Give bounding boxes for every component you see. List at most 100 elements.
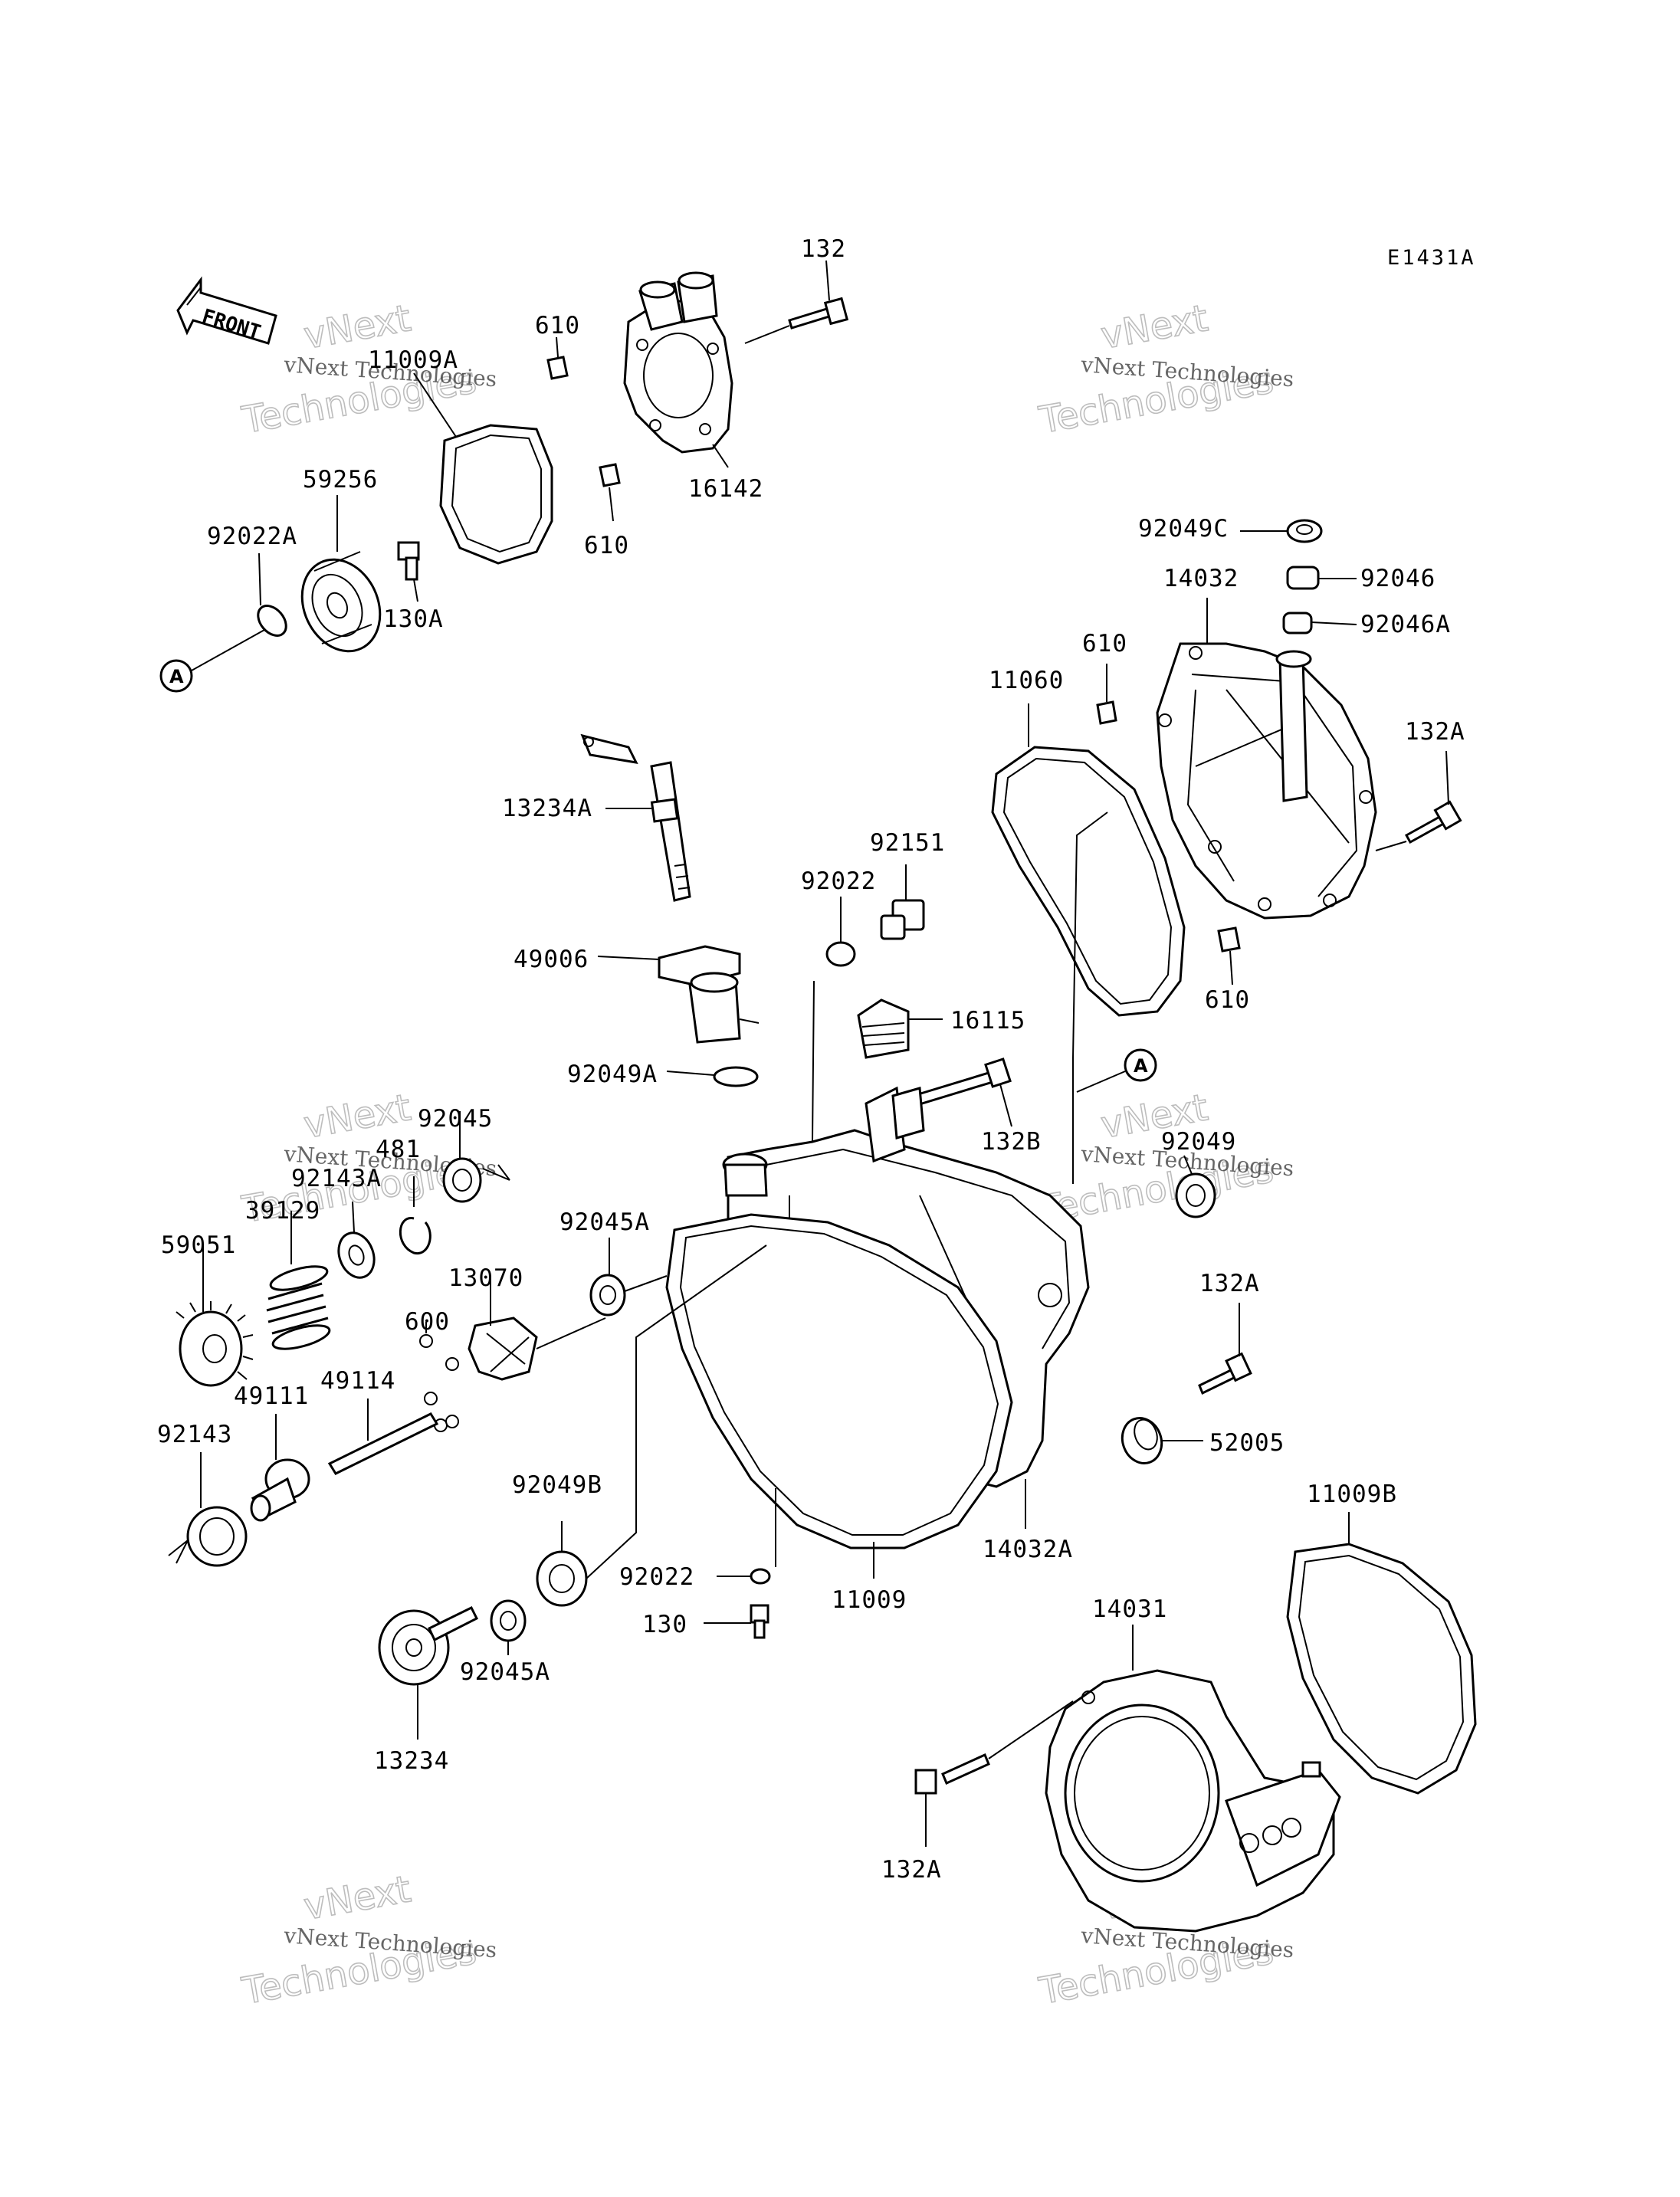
watermark-bottom-left: vNext Technologies vNext Technologies <box>238 1867 498 2014</box>
leader-132 <box>744 260 830 344</box>
bolt-132a-low <box>914 1753 990 1795</box>
washer-92143a <box>337 1231 376 1279</box>
label-92022a: 92022A <box>207 523 297 550</box>
shaft-49111 <box>250 1458 310 1522</box>
dowel-610-low <box>1217 926 1241 953</box>
gasket-11060 <box>991 746 1186 1017</box>
bearing-92045a-lower <box>490 1599 527 1642</box>
ref-marker-a-left: A <box>159 629 265 693</box>
label-11009b: 11009B <box>1307 1481 1397 1508</box>
label-13070: 13070 <box>448 1264 523 1292</box>
svg-text:vNext: vNext <box>300 1867 414 1929</box>
bolt-130a <box>397 541 420 581</box>
svg-text:A: A <box>169 666 184 687</box>
cap-92046a <box>1282 612 1313 635</box>
bearing-92049b <box>536 1550 588 1607</box>
diagram-code: E1431A <box>1387 246 1476 270</box>
label-92151: 92151 <box>870 829 945 857</box>
label-132a-mid: 132A <box>1199 1270 1260 1297</box>
dowel-610-mid <box>599 463 621 487</box>
label-92049b: 92049B <box>512 1471 602 1499</box>
label-52005: 52005 <box>1209 1429 1285 1457</box>
label-92049c: 92049C <box>1138 515 1229 543</box>
part-labels: 132 610 11009A 16142 610 59256 92022A 13… <box>157 235 1465 1884</box>
bolt-130 <box>750 1604 769 1639</box>
bolt-132a-top <box>1404 800 1462 844</box>
gasket-11009 <box>665 1213 1013 1549</box>
cap-92049c <box>1286 519 1323 543</box>
bolt-132 <box>788 297 849 330</box>
label-59256: 59256 <box>303 466 378 494</box>
label-49111: 49111 <box>234 1382 309 1410</box>
label-92045a-lower: 92045A <box>460 1658 550 1686</box>
seal-92049 <box>1175 1172 1216 1218</box>
bolt-132a-mid <box>1198 1352 1252 1395</box>
seal-92143 <box>168 1506 248 1567</box>
label-610-low: 610 <box>1205 986 1250 1014</box>
washer-92049a <box>713 1066 759 1087</box>
ref-marker-a-right: A <box>1076 1048 1157 1093</box>
label-132a-low: 132A <box>881 1856 942 1884</box>
label-130a: 130A <box>383 605 444 633</box>
gear-59051 <box>176 1301 254 1387</box>
label-610-right: 610 <box>1082 630 1127 657</box>
guide-49006 <box>658 945 760 1044</box>
label-16115: 16115 <box>950 1007 1025 1035</box>
label-92022-mid: 92022 <box>801 867 876 895</box>
spring-39129 <box>266 1265 331 1350</box>
impeller-13070 <box>468 1317 538 1381</box>
label-132: 132 <box>801 235 846 263</box>
label-92046a: 92046A <box>1360 611 1451 638</box>
seal-92045 <box>442 1157 510 1203</box>
bearing-92045a-upper <box>589 1274 626 1317</box>
watermark-top-right: vNext Technologies vNext Technologies <box>1035 297 1295 443</box>
shaft-49114 <box>327 1412 439 1475</box>
label-11060: 11060 <box>989 667 1064 694</box>
magneto-cover-14031 <box>1045 1669 1341 1933</box>
gasket-11009a <box>439 424 553 565</box>
washer-92022-mid <box>825 941 856 967</box>
svg-text:A: A <box>1134 1055 1148 1077</box>
dowel-610-top <box>546 356 569 380</box>
cap-16115 <box>857 998 910 1059</box>
label-481: 481 <box>376 1136 421 1163</box>
label-600: 600 <box>405 1308 450 1336</box>
label-11009a: 11009A <box>368 346 458 374</box>
label-92049: 92049 <box>1161 1128 1236 1156</box>
label-16142: 16142 <box>688 475 763 503</box>
watermark-mid-right: vNext Technologies vNext Technologies <box>1035 1086 1295 1232</box>
clutch-cover-14032 <box>1156 642 1377 920</box>
label-14031: 14031 <box>1092 1595 1167 1623</box>
label-132a-top: 132A <box>1405 718 1465 746</box>
plug-92151 <box>880 899 925 940</box>
label-59051: 59051 <box>161 1231 236 1259</box>
label-92046: 92046 <box>1360 565 1436 592</box>
washer-92022a <box>257 605 287 637</box>
label-610-mid: 610 <box>584 532 629 559</box>
label-13234: 13234 <box>374 1747 449 1775</box>
gear-shaft-13234 <box>378 1605 479 1686</box>
label-132b: 132B <box>981 1128 1042 1156</box>
impeller-59256 <box>300 551 382 653</box>
label-11009: 11009 <box>832 1586 907 1614</box>
label-49114: 49114 <box>320 1367 395 1395</box>
label-13234a: 13234A <box>502 795 592 822</box>
label-130: 130 <box>642 1611 687 1638</box>
plug-52005 <box>1121 1417 1163 1464</box>
dowel-610-right <box>1096 700 1117 725</box>
label-92049a: 92049A <box>567 1061 658 1088</box>
gasket-11009b <box>1286 1543 1477 1795</box>
circlip-481 <box>399 1217 431 1254</box>
front-arrow-icon: FRONT <box>176 276 277 345</box>
bolt-132b <box>898 1058 1012 1110</box>
label-49006: 49006 <box>514 946 589 973</box>
svg-text:vNext: vNext <box>1098 297 1211 358</box>
label-14032a: 14032A <box>983 1536 1073 1563</box>
label-92143a: 92143A <box>291 1165 382 1192</box>
label-92022-low: 92022 <box>619 1563 694 1591</box>
label-14032: 14032 <box>1163 565 1239 592</box>
label-39129: 39129 <box>245 1197 320 1225</box>
water-pump-cover <box>623 271 733 454</box>
label-610-top: 610 <box>535 312 580 339</box>
